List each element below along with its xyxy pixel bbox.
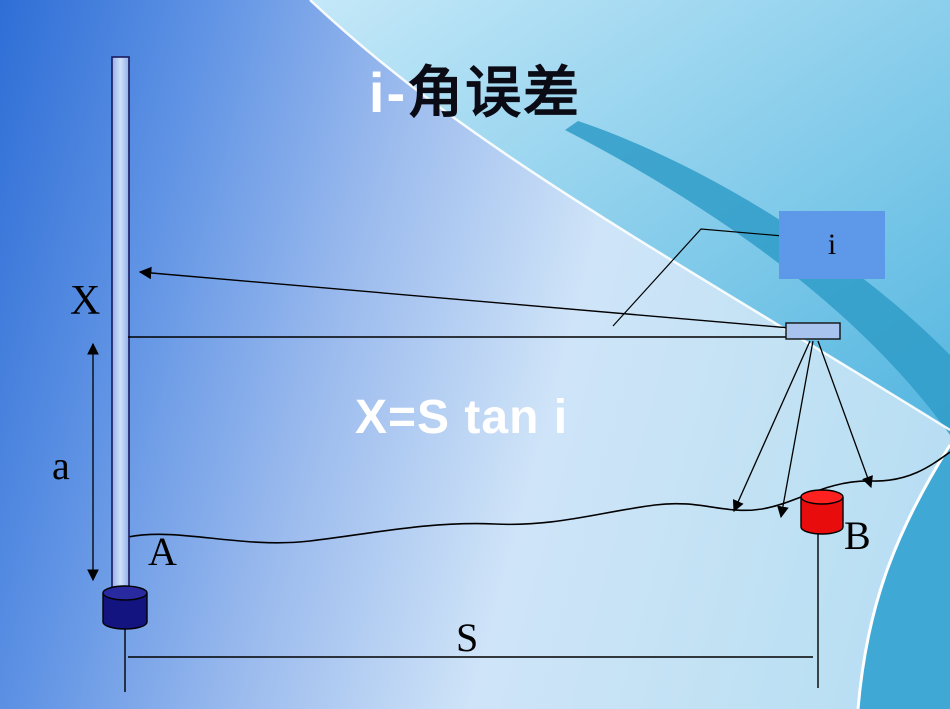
plumb-line-mid [777,340,814,519]
title-prefix: i- [368,61,408,124]
swoosh-bottom-highlight [856,444,950,709]
i-angle-box: i [779,211,885,279]
leveling-rod [111,56,130,599]
plumb-line-right [817,340,873,489]
formula: X=S tan i [355,391,569,444]
point-b-label: B [844,513,871,558]
plumb-lines [732,340,873,519]
ground-line [127,451,950,544]
distance-s-label: S [456,615,479,660]
a-label: a [52,443,70,488]
inclined-sight-line [138,266,814,331]
x-label: X [70,278,101,324]
point-a-label: A [148,529,177,574]
i-angle-label: i [827,228,837,261]
swoosh-highlight-curve [309,0,950,432]
level-instrument [785,322,841,340]
plumb-line-left [732,340,811,513]
i-angle-leader-line [612,228,784,327]
title-main: 角误差 [407,63,582,125]
benchmark-a-cylinder [102,585,148,630]
benchmark-b-cylinder [800,489,844,535]
slide-title: i-角误差 [0,48,950,129]
swoosh-bottom-right [858,445,950,709]
